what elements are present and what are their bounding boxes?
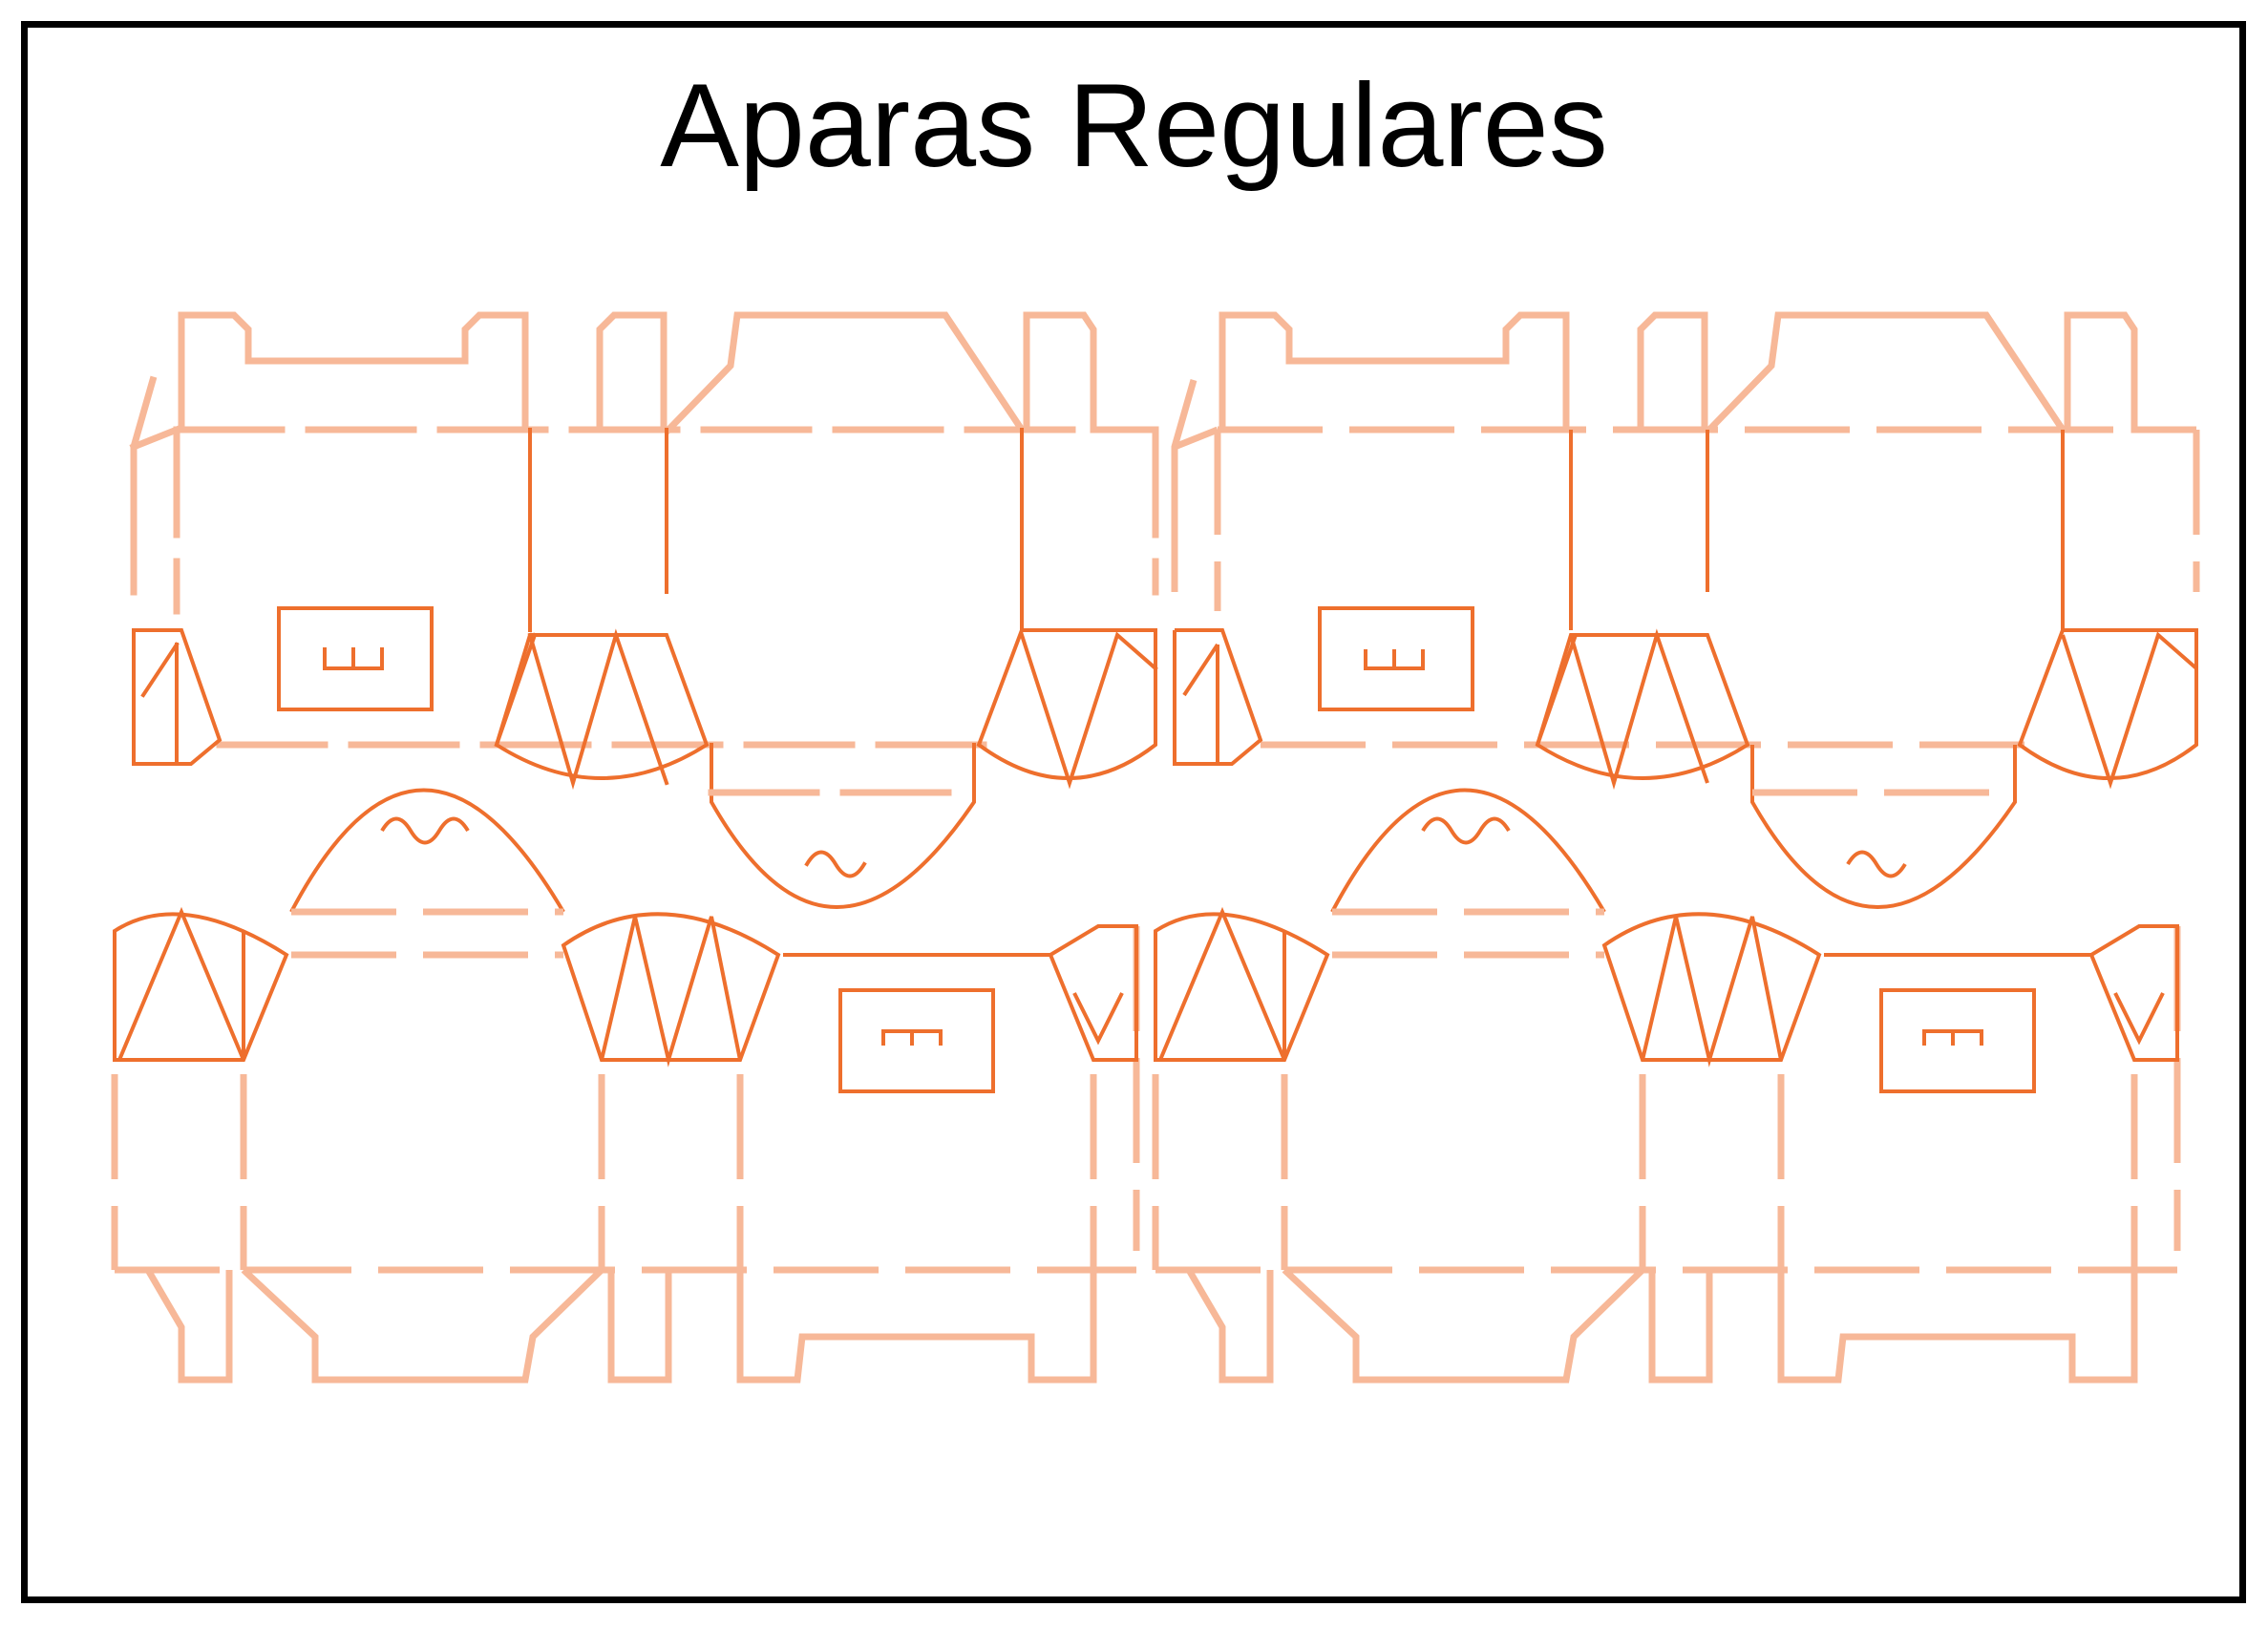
dieline-box-1-top (134, 315, 1155, 907)
dieline-box-2-top (1175, 315, 2196, 907)
dieline-box-1-bottom (115, 791, 1136, 1381)
dieline-box-2-bottom (1155, 791, 2177, 1381)
diagram-title: Aparas Regulares (660, 60, 1608, 192)
